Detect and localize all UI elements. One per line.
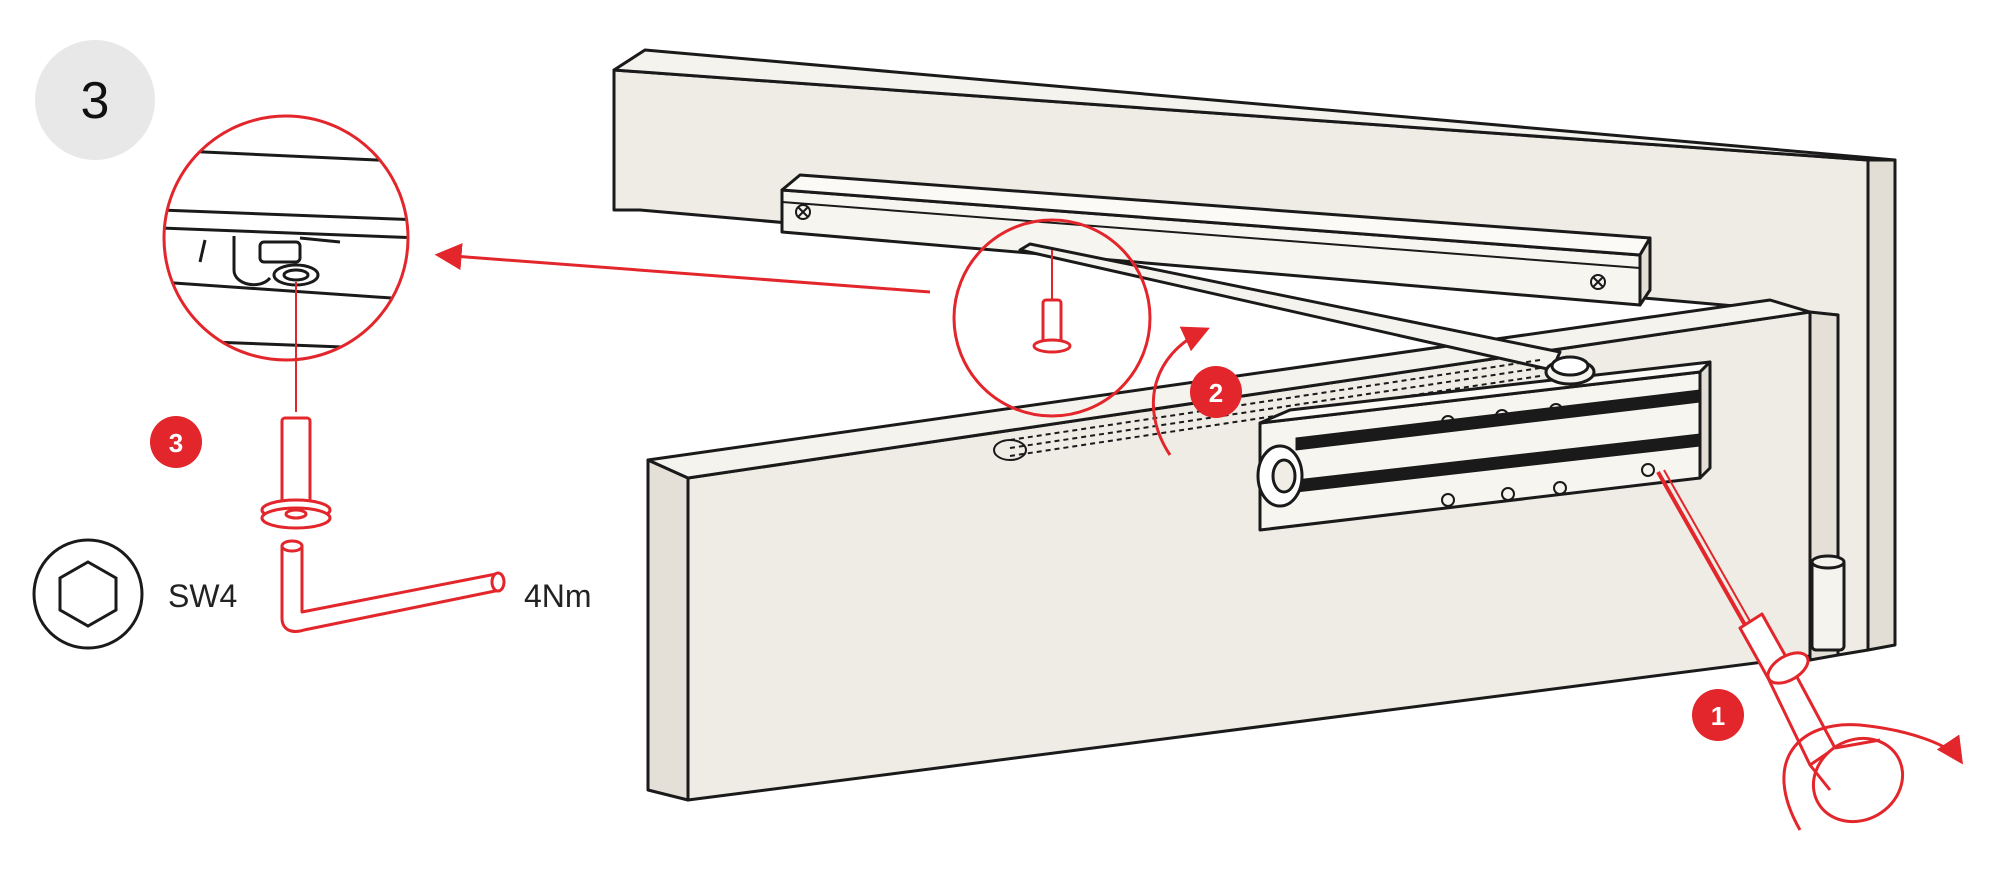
screw-icon bbox=[1032, 298, 1072, 354]
hex-size-label: SW4 bbox=[168, 578, 237, 614]
allen-key-icon bbox=[280, 539, 506, 633]
badge-screw-number: 3 bbox=[169, 428, 183, 458]
step-circle bbox=[35, 40, 155, 160]
magnifier-circle-icon bbox=[952, 218, 1152, 418]
hex-socket-icon bbox=[32, 538, 144, 650]
badge-screwdriver-number: 1 bbox=[1711, 701, 1725, 731]
arm-rotate-arrow-icon bbox=[1151, 326, 1210, 456]
hinge bbox=[1810, 554, 1846, 652]
door-closer-body bbox=[1256, 355, 1712, 532]
step-number: 3 bbox=[81, 72, 110, 130]
screwdriver-icon bbox=[1656, 469, 1905, 824]
step-indicator: 3 bbox=[35, 40, 155, 160]
detail-view bbox=[162, 114, 410, 412]
curved-arrow-icon bbox=[1782, 723, 1964, 831]
badge-arm-rotate-number: 2 bbox=[1209, 378, 1223, 408]
arrow-left-icon bbox=[434, 243, 931, 294]
badge-arm-rotate: 2 bbox=[1190, 366, 1242, 418]
screw-icon-large bbox=[260, 416, 332, 530]
badge-screwdriver: 1 bbox=[1692, 689, 1744, 741]
slide-rail bbox=[780, 173, 1652, 307]
arm-ghost-position bbox=[993, 359, 1541, 461]
torque-label: 4Nm bbox=[524, 578, 592, 614]
closer-arm bbox=[1018, 242, 1562, 372]
badge-screw: 3 bbox=[150, 416, 202, 468]
detail-circle bbox=[162, 114, 410, 362]
